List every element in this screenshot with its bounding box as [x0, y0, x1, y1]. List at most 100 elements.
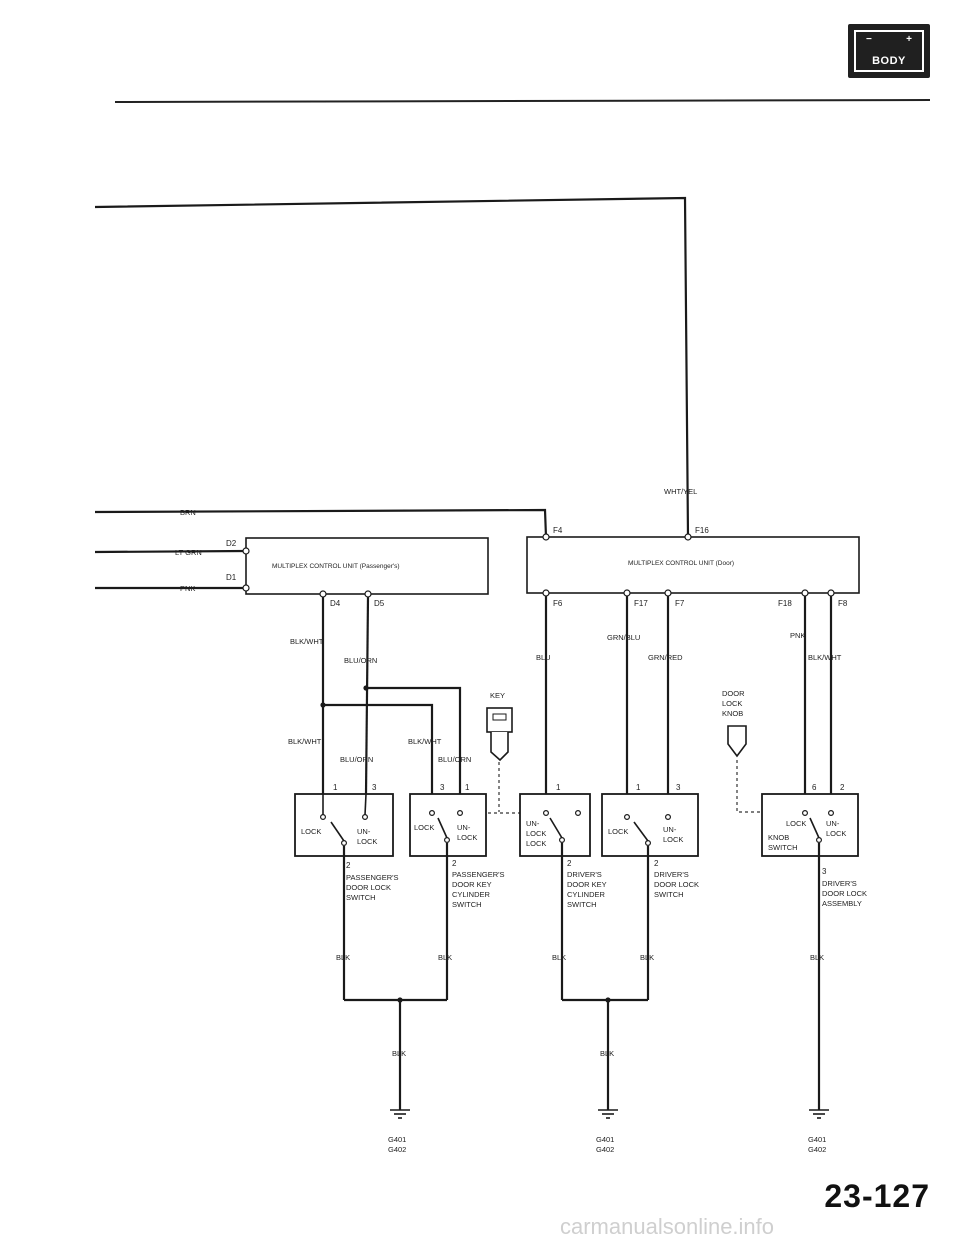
- sw1-pin-2: 2: [346, 861, 351, 870]
- knob-label-3: KNOB: [722, 709, 743, 718]
- ground-label-right-2: G402: [808, 1145, 826, 1154]
- sw5-unlock-1: UN-: [826, 819, 840, 828]
- wire-label-blk-7: BLK: [810, 953, 824, 962]
- pin-label-f17: F17: [634, 599, 648, 608]
- sw5-pin-3: 3: [822, 867, 827, 876]
- sw1-lock: LOCK: [301, 827, 321, 836]
- wire-label-blk-4: BLK: [640, 953, 654, 962]
- ground-label-middle-2: G402: [596, 1145, 614, 1154]
- sw5-name-2: DOOR LOCK: [822, 889, 867, 898]
- sw3-unlock-1: UN-: [526, 819, 540, 828]
- switch-driver-door-lock: [601, 793, 699, 857]
- wire-blu-orn-branch: [366, 686, 462, 794]
- pin-label-d5: D5: [374, 599, 385, 608]
- terminal-d2: [242, 547, 250, 555]
- battery-icon: − + BODY: [854, 30, 924, 72]
- key-icon: [486, 707, 513, 762]
- ground-symbol-middle: [598, 1109, 618, 1119]
- wire-label-blk-wht-4: BLK/WHT: [808, 653, 842, 662]
- sw1-pin-3: 3: [372, 783, 377, 792]
- sw4-name-3: SWITCH: [654, 890, 684, 899]
- terminal-f7: [664, 589, 672, 597]
- sw4-unlock-1: UN-: [663, 825, 677, 834]
- wire-lt-grn: [94, 549, 247, 554]
- sw5-contacts: [801, 809, 834, 843]
- terminal-f4: [542, 533, 550, 541]
- sw3-unlock-2: LOCK: [526, 829, 546, 838]
- wire-label-blu-orn-3: BLU/ORN: [438, 755, 471, 764]
- wire-blu-orn-d5: [364, 596, 370, 795]
- sw5-inner-1: KNOB: [768, 833, 789, 842]
- sw4-pin-2: 2: [654, 859, 659, 868]
- terminal-f16: [684, 533, 692, 541]
- pin-label-f6: F6: [553, 599, 563, 608]
- wire-label-blu-orn-2: BLU/ORN: [340, 755, 373, 764]
- sw3-pin-1: 1: [556, 783, 561, 792]
- wire-label-pnk: PNK: [180, 584, 195, 593]
- wire-wht-yel-top: [94, 196, 690, 538]
- sw2-name-4: SWITCH: [452, 900, 482, 909]
- sw5-pin-6: 6: [812, 783, 817, 792]
- pin-label-d4: D4: [330, 599, 341, 608]
- footer-watermark: carmanualsonline.info: [560, 1214, 775, 1239]
- sw1-pin-1: 1: [333, 783, 338, 792]
- sw2-pin-2: 2: [452, 859, 457, 868]
- sw3-name-1: DRIVER'S: [567, 870, 602, 879]
- wire-label-blk-wht-3: BLK/WHT: [408, 737, 442, 746]
- wire-label-pnk-2: PNK: [790, 631, 805, 640]
- door-lock-knob-icon: [727, 725, 747, 758]
- sw2-contacts: [429, 809, 464, 843]
- sw4-pin-1: 1: [636, 783, 641, 792]
- ground-label-left-2: G402: [388, 1145, 406, 1154]
- wire-brn: [94, 508, 548, 538]
- multiplex-unit-passenger: [245, 537, 489, 595]
- sw5-unlock-2: LOCK: [826, 829, 846, 838]
- sw1-unlock-1: UN-: [357, 827, 371, 836]
- ground-label-right-1: G401: [808, 1135, 826, 1144]
- battery-minus: −: [866, 34, 872, 45]
- sw3-pin-2: 2: [567, 859, 572, 868]
- pin-label-f7: F7: [675, 599, 685, 608]
- wire-label-wht-yel: WHT/YEL: [664, 487, 697, 496]
- pin-label-f18: F18: [778, 599, 792, 608]
- knob-label-2: LOCK: [722, 699, 742, 708]
- page-number: 23-127: [824, 1178, 930, 1214]
- wire-label-blk-6: BLK: [600, 1049, 614, 1058]
- pin-label-d2: D2: [226, 539, 237, 548]
- sw2-pin-1: 1: [465, 783, 470, 792]
- knob-label-1: DOOR: [722, 689, 745, 698]
- sw2-name-1: PASSENGER'S: [452, 870, 505, 879]
- wire-label-blu-orn-1: BLU/ORN: [344, 656, 377, 665]
- sw1-name-2: DOOR LOCK: [346, 883, 391, 892]
- splice-blu-orn: [363, 685, 369, 691]
- ground-label-left-1: G401: [388, 1135, 406, 1144]
- header-rule: [114, 99, 931, 103]
- sw5-pin-2: 2: [840, 783, 845, 792]
- badge-label: BODY: [872, 55, 906, 67]
- body-section-badge: − + BODY: [848, 24, 930, 78]
- sw3-name-2: DOOR KEY: [567, 880, 607, 889]
- sw5-name-3: ASSEMBLY: [822, 899, 862, 908]
- splice-blk-wht: [320, 702, 326, 708]
- terminal-f6: [542, 589, 550, 597]
- sw3-lock: LOCK: [526, 839, 546, 848]
- sw2-name-2: DOOR KEY: [452, 880, 492, 889]
- wire-label-blk-wht-1: BLK/WHT: [290, 637, 324, 646]
- pin-label-f4: F4: [553, 526, 563, 535]
- terminal-f18: [801, 589, 809, 597]
- multiplex-unit-passenger-title: MULTIPLEX CONTROL UNIT (Passenger's): [272, 563, 400, 570]
- sw3-contacts: [542, 809, 581, 843]
- sw5-inner-2: SWITCH: [768, 843, 798, 852]
- sw1-unlock-2: LOCK: [357, 837, 377, 846]
- ground-label-middle-1: G401: [596, 1135, 614, 1144]
- wire-label-grn-blu: GRN/BLU: [607, 633, 640, 642]
- battery-plus: +: [906, 34, 912, 45]
- ground-symbol-right: [809, 1109, 829, 1119]
- sw4-name-1: DRIVER'S: [654, 870, 689, 879]
- sw1-contacts: [320, 813, 369, 846]
- wire-label-blk-2: BLK: [438, 953, 452, 962]
- terminal-d5: [364, 590, 372, 598]
- wire-label-blu: BLU: [536, 653, 551, 662]
- sw4-name-2: DOOR LOCK: [654, 880, 699, 889]
